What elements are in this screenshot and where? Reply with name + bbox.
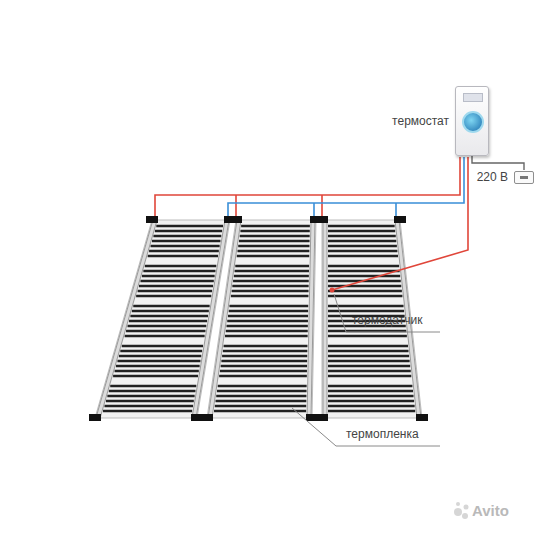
film-label: термопленка (346, 427, 419, 441)
wires (155, 157, 468, 293)
blue-wire (228, 157, 464, 216)
thermostat-body (455, 86, 489, 156)
blue-wire (314, 203, 396, 216)
power-socket: 220 В (477, 170, 534, 184)
sensor (330, 288, 335, 293)
watermark-logo (454, 502, 469, 519)
sensor-wire (332, 157, 468, 290)
watermark: Avito (472, 502, 509, 520)
film-strip (316, 216, 428, 421)
thermostat-label: термостат (392, 114, 449, 128)
power-cable (472, 156, 524, 170)
red-wire (155, 157, 460, 216)
voltage-label: 220 В (477, 170, 508, 184)
red-wire (236, 195, 322, 216)
leader-line (292, 408, 440, 446)
socket-symbol (514, 171, 534, 184)
heating-film (89, 216, 428, 421)
film-strip (201, 216, 322, 421)
leader-line (334, 294, 440, 332)
sensor-label: термодатчик (352, 313, 422, 327)
leader-lines (292, 294, 440, 446)
thermostat-device: термостат (392, 86, 489, 156)
